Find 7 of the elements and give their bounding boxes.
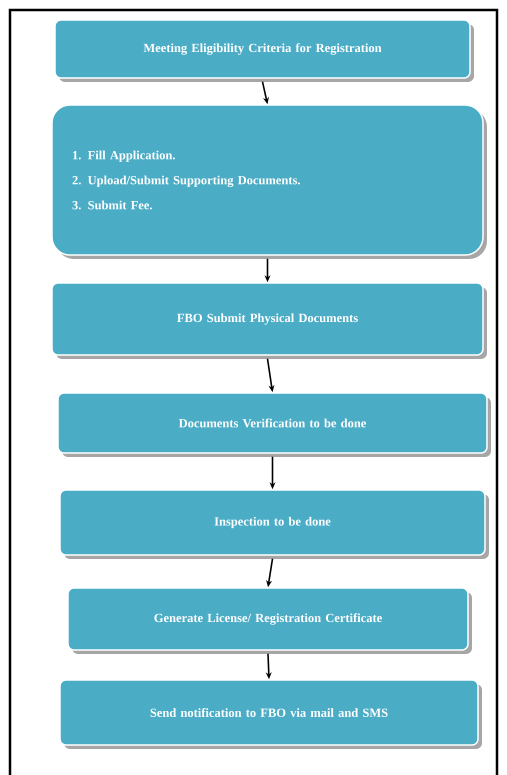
process-box: Inspection to be done <box>59 489 489 559</box>
process-box: Generate License/ Registration Certificate <box>67 587 472 654</box>
process-box: Send notification to FBO via mail and SMS <box>59 679 482 749</box>
process-box: FBO Submit Physical Documents <box>51 282 487 359</box>
process-box: 1. Fill Application. 2. Upload/Submit Supporting Documents. 3. Submit Fee. <box>51 104 487 259</box>
process-box: Meeting Eligibility Criteria for Registration <box>54 19 474 82</box>
process-box: Documents Verification to be done <box>57 392 491 457</box>
